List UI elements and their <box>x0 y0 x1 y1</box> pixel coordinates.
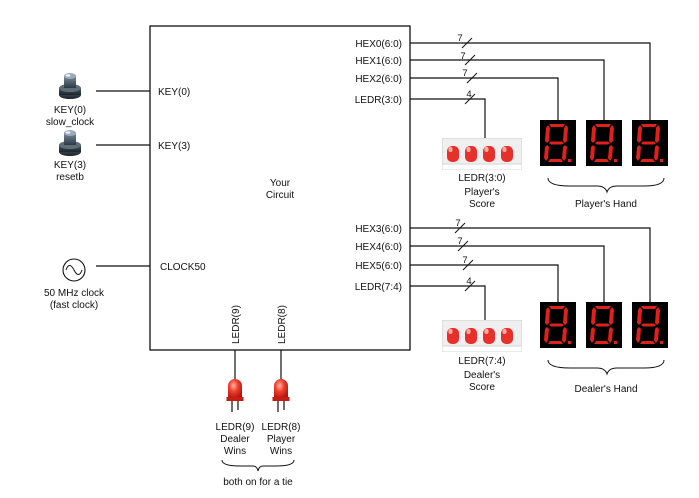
circuit-title-line2: Circuit <box>266 190 295 201</box>
player-led-label: LEDR(3:0) <box>458 173 505 184</box>
key0-sublabel: slow_clock <box>46 117 95 128</box>
tie-note: both on for a tie <box>223 477 293 488</box>
player-win-line3: Wins <box>270 446 292 457</box>
port-ledr9: LEDR(9) <box>231 305 242 344</box>
pushbutton-icon <box>59 73 81 99</box>
circuit-box <box>149 25 411 351</box>
bus-hex5 <box>410 264 559 302</box>
bus-width-hex3: 7 <box>455 218 460 229</box>
tie-brace <box>221 459 295 472</box>
dealer-win-line1: LEDR(9) <box>216 422 255 433</box>
port-key3: KEY(3) <box>158 141 190 152</box>
port-ledr8: LEDR(8) <box>277 305 288 344</box>
port-ledr-7-4: LEDR(7:4) <box>355 282 402 293</box>
dealer-hand-label: Dealer's Hand <box>574 384 637 395</box>
seven-segment-display-icon <box>632 302 668 348</box>
bus-width-hex2: 7 <box>462 68 467 79</box>
key0-label: KEY(0) <box>54 105 86 116</box>
bus-hex1 <box>410 59 605 120</box>
player-hand-brace <box>547 177 665 194</box>
seven-segment-display-icon <box>540 120 576 166</box>
port-hex1: HEX1(6:0) <box>355 56 402 67</box>
bus-width-hex1: 7 <box>460 51 465 62</box>
bus-hex3 <box>410 227 651 302</box>
bus-hex2 <box>410 77 559 120</box>
seven-segment-display-icon <box>586 302 622 348</box>
sine-wave-clock-icon <box>62 258 86 282</box>
bus-width-hex5: 7 <box>462 255 467 266</box>
circuit-title-line1: Your <box>270 178 291 189</box>
player-hand-label: Player's Hand <box>575 199 637 210</box>
led-icon <box>442 138 522 170</box>
clock-sublabel: (fast clock) <box>50 300 98 311</box>
port-ledr-3-0: LEDR(3:0) <box>355 95 402 106</box>
key3-sublabel: resetb <box>56 172 84 183</box>
seven-segment-display-icon <box>632 120 668 166</box>
port-hex3: HEX3(6:0) <box>355 224 402 235</box>
led-icon <box>442 320 522 352</box>
port-hex4: HEX4(6:0) <box>355 242 402 253</box>
dealer-led-label: LEDR(7:4) <box>458 356 505 367</box>
bus-ledr-7-4 <box>410 285 486 322</box>
player-score-line2: Score <box>469 199 496 210</box>
dealer-score-line2: Score <box>469 382 496 393</box>
player-win-line2: Player <box>267 434 296 445</box>
bus-ledr-3-0 <box>410 98 486 140</box>
bus-hex0 <box>410 42 651 120</box>
port-key0: KEY(0) <box>158 87 190 98</box>
seven-segment-display-icon <box>540 302 576 348</box>
bus-width-ledr-3-0: 4 <box>466 89 471 100</box>
dealer-score-line1: Dealer's <box>464 370 500 381</box>
bus-width-ledr-7-4: 4 <box>466 276 471 287</box>
bus-hex4 <box>410 245 605 302</box>
led-icon <box>226 379 244 412</box>
player-score-line1: Player's <box>464 187 499 198</box>
player-win-line1: LEDR(8) <box>262 422 301 433</box>
port-hex2: HEX2(6:0) <box>355 74 402 85</box>
dealer-win-line3: Wins <box>224 446 246 457</box>
dealer-win-line2: Dealer <box>220 434 250 445</box>
seven-segment-display-icon <box>586 120 622 166</box>
led-icon <box>272 379 290 412</box>
pushbutton-icon <box>59 130 81 156</box>
bus-width-hex4: 7 <box>457 236 462 247</box>
dealer-hand-brace <box>547 359 665 376</box>
port-hex5: HEX5(6:0) <box>355 261 402 272</box>
port-hex0: HEX0(6:0) <box>355 39 402 50</box>
key3-label: KEY(3) <box>54 160 86 171</box>
port-clock50: CLOCK50 <box>160 262 206 273</box>
clock-label: 50 MHz clock <box>44 288 105 299</box>
bus-width-hex0: 7 <box>457 33 462 44</box>
